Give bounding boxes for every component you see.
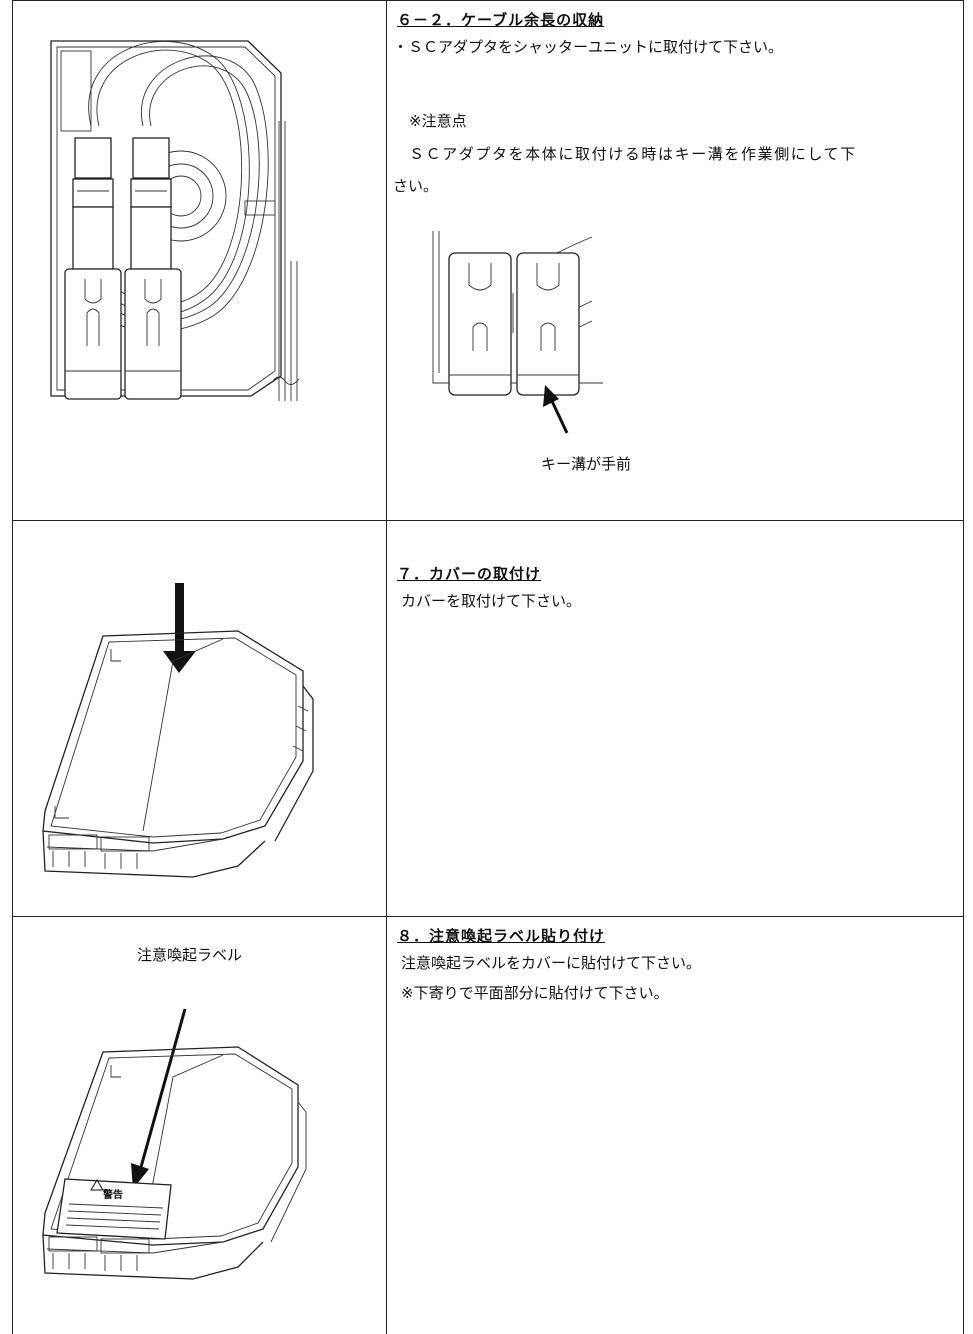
key-groove-detail-illustration [432,231,603,434]
heading-6-2: ６－２．ケーブル余長の収納 [397,11,605,29]
key-groove-callout: キー溝が手前 [541,455,632,473]
label-callout: 注意喚起ラベル [137,946,243,964]
note-title: ※注意点 [409,112,467,130]
text-cell-cable-storage: ６－２．ケーブル余長の収納 ・ＳＣアダプタをシャッターユニットに取付けて下さい。… [386,0,964,521]
heading-7: ７．カバーの取付け [397,565,542,583]
note-line-1: ＳＣアダプタを本体に取付ける時はキー溝を作業側にして下 [409,145,857,163]
cover-attach-illustration [42,583,314,878]
instruction-line-2: ※下寄りで平面部分に貼付けて下さい。 [401,984,669,1002]
instruction-line: カバーを取付けて下さい。 [401,592,582,610]
text-cell-warning-label: ８．注意喚起ラベル貼り付け 注意喚起ラベルをカバーに貼付けて下さい。 ※下寄りで… [386,916,964,1334]
instruction-line: ・ＳＣアダプタをシャッターユニットに取付けて下さい。 [393,38,784,56]
note-line-2: さい。 [393,177,439,195]
figure-cell-cover [12,520,386,917]
heading-8: ８．注意喚起ラベル貼り付け [397,927,606,945]
text-cell-cover: ７．カバーの取付け カバーを取付けて下さい。 [386,520,964,917]
warning-label-illustration: 警告 [42,1008,307,1280]
instruction-line-1: 注意喚起ラベルをカバーに貼付けて下さい。 [401,954,702,972]
figure-cell-cable-storage [12,0,386,521]
warning-label-title: 警告 [102,1188,123,1201]
figure-cell-warning-label: 注意喚起ラベル 警告 [12,916,386,1334]
cable-storage-illustration [50,40,300,401]
